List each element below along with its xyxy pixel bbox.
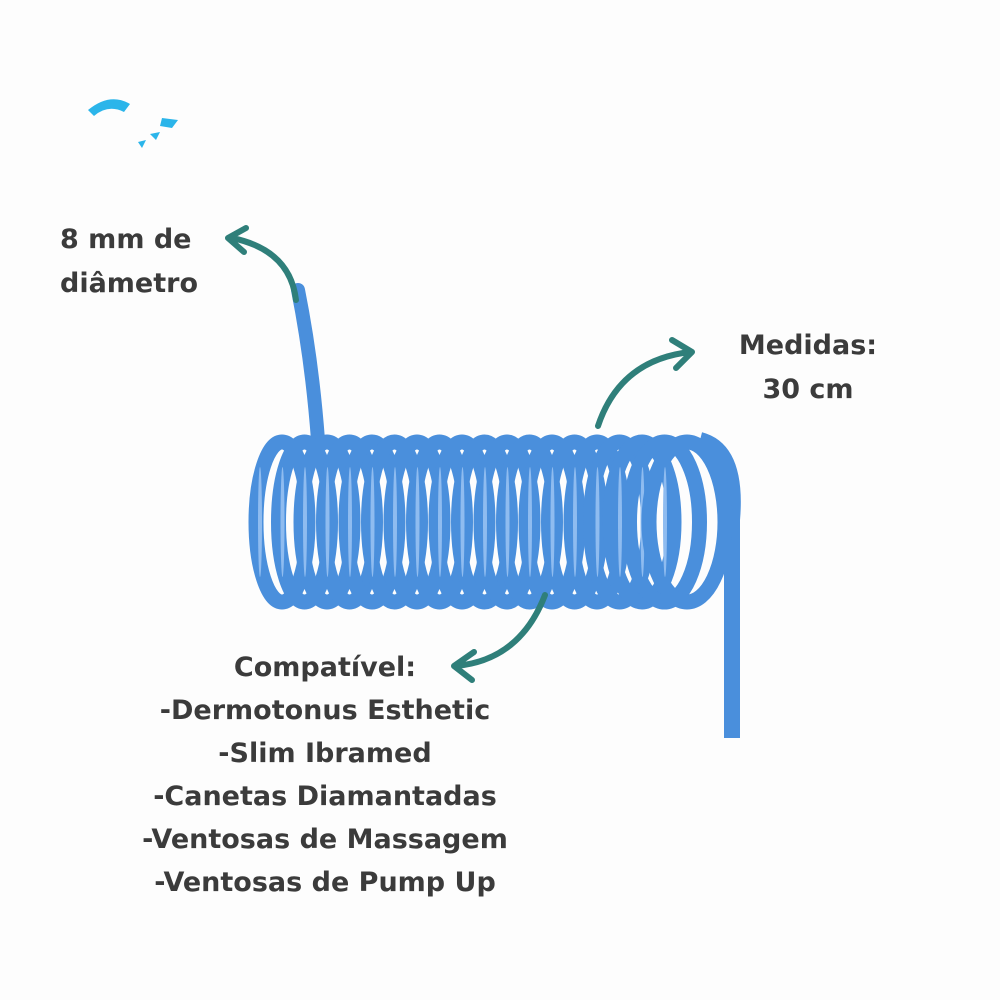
coil-highlight [663, 467, 667, 577]
coil-highlight [303, 467, 307, 577]
hose-top-tail [291, 283, 325, 447]
coil-highlight [573, 467, 577, 577]
compatible-item: -Ventosas de Pump Up [154, 867, 496, 898]
hose-coils [248, 434, 733, 610]
brand-logo [88, 99, 178, 148]
diameter-label: 8 mm de diâmetro [60, 218, 198, 306]
coil-highlight [393, 467, 397, 577]
coil-highlight [505, 467, 510, 577]
coil-highlight [370, 467, 375, 577]
arrows [225, 225, 695, 683]
diameter-line2: diâmetro [60, 268, 199, 299]
coil-ring [602, 434, 682, 610]
arrow-compatible [451, 592, 548, 683]
coil-highlight [258, 467, 262, 577]
compatible-list: Compatível: -Dermotonus Esthetic -Slim I… [110, 646, 540, 904]
compatible-item: -Ventosas de Massagem [142, 824, 508, 855]
measures-line2: 30 cm [762, 374, 854, 405]
coil-highlight [483, 467, 487, 577]
measures-label: Medidas: 30 cm [708, 324, 908, 412]
coil-highlight [550, 467, 555, 577]
arrow-diameter [225, 225, 299, 303]
coil-highlight [438, 467, 442, 577]
coil-highlight [618, 467, 622, 577]
measures-line1: Medidas: [738, 330, 878, 361]
compatible-item: -Slim Ibramed [218, 738, 432, 769]
arrow-measures [595, 337, 695, 429]
coil-ring [622, 434, 707, 610]
coil-highlight [460, 467, 465, 577]
coil-highlight [325, 467, 330, 577]
coil-highlight [595, 467, 600, 577]
coil-ring [641, 434, 733, 610]
coil-highlight [280, 467, 285, 577]
compatible-item: -Dermotonus Esthetic [159, 695, 491, 726]
diameter-line1: 8 mm de [60, 224, 192, 255]
coil-highlight [528, 467, 532, 577]
coil-highlight [415, 467, 420, 577]
compatible-title: Compatível: [233, 652, 417, 683]
compatible-item: -Canetas Diamantadas [153, 781, 497, 812]
coil-ring [541, 434, 608, 610]
coil-highlight [348, 467, 352, 577]
